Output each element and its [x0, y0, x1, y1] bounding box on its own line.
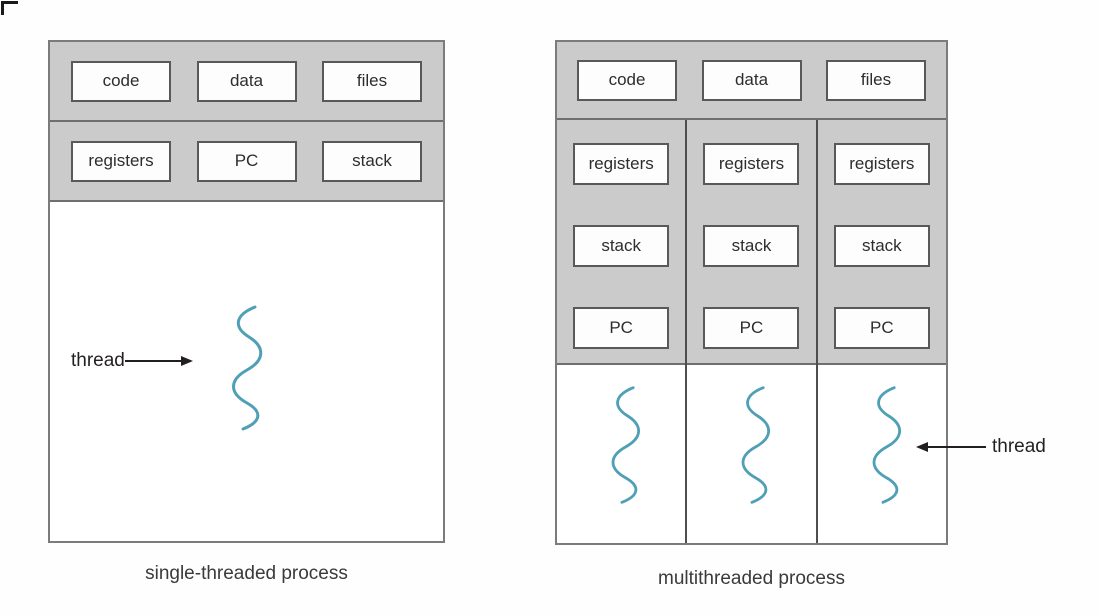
- corner-crop-mark: [1, 1, 18, 15]
- pc-box: PC: [833, 307, 930, 349]
- arrow-line: [124, 360, 181, 362]
- thread-label: thread: [71, 350, 125, 371]
- stack-label: stack: [731, 236, 772, 255]
- data-box: data: [701, 59, 802, 101]
- thread-context-section: registers stack PC: [817, 120, 946, 365]
- thread-column-3: registers stack PC: [815, 120, 946, 543]
- thread-area: [557, 365, 686, 543]
- arrow-line: [928, 446, 986, 448]
- registers-box: registers: [71, 140, 171, 182]
- thread-column-1: registers stack PC: [557, 120, 686, 543]
- thread-squiggle-icon: [742, 386, 771, 504]
- files-label: files: [356, 71, 388, 90]
- pc-label: PC: [609, 318, 633, 337]
- code-label: code: [608, 70, 646, 89]
- thread-label: thread: [992, 436, 1046, 457]
- stack-box: stack: [833, 225, 930, 267]
- pc-box: PC: [196, 140, 297, 182]
- arrow-right-icon: [180, 356, 193, 366]
- data-box: data: [196, 60, 297, 102]
- caption-multithreaded: multithreaded process: [658, 568, 845, 589]
- stack-label: stack: [352, 151, 392, 170]
- pc-label: PC: [870, 318, 894, 337]
- stack-box: stack: [322, 140, 422, 182]
- pc-box: PC: [703, 307, 800, 349]
- stack-box: stack: [573, 225, 670, 267]
- data-label: data: [229, 71, 264, 90]
- arrow-left-icon: [916, 442, 928, 452]
- thread-column-2: registers stack PC: [685, 120, 816, 543]
- code-box: code: [577, 59, 677, 101]
- caption-single-threaded: single-threaded process: [145, 563, 348, 584]
- thread-annotation-left: thread: [71, 350, 193, 372]
- thread-area: [687, 365, 816, 543]
- thread-squiggle-icon: [611, 386, 641, 504]
- registers-box: registers: [573, 143, 670, 185]
- files-box: files: [322, 60, 422, 102]
- multithreaded-process-box: code data files registers stack: [555, 40, 948, 545]
- shared-resources-row: code data files: [50, 42, 443, 122]
- data-label: data: [734, 70, 769, 89]
- files-box: files: [826, 59, 926, 101]
- registers-label: registers: [718, 154, 785, 173]
- thread-context-section: registers stack PC: [557, 120, 686, 365]
- code-box: code: [71, 60, 171, 102]
- thread-context-row: registers PC stack: [50, 122, 443, 202]
- single-threaded-process-box: code data files registers PC stack: [48, 40, 445, 543]
- files-label: files: [860, 70, 892, 89]
- code-label: code: [102, 71, 140, 90]
- stack-label: stack: [601, 236, 641, 255]
- thread-annotation-right: thread: [916, 436, 1046, 458]
- registers-box: registers: [703, 143, 800, 185]
- single-thread-area: [50, 202, 443, 541]
- thread-context-section: registers stack PC: [687, 120, 816, 365]
- thread-squiggle-icon: [872, 386, 901, 504]
- pc-label: PC: [739, 318, 764, 337]
- thread-columns: registers stack PC: [557, 120, 946, 543]
- stack-label: stack: [861, 236, 902, 255]
- pc-label: PC: [234, 151, 259, 170]
- registers-label: registers: [88, 151, 154, 170]
- shared-resources-row: code data files: [557, 42, 946, 120]
- thread-area: [817, 365, 946, 543]
- thread-squiggle-icon: [232, 305, 263, 431]
- registers-box: registers: [833, 143, 930, 185]
- stack-box: stack: [703, 225, 800, 267]
- pc-box: PC: [573, 307, 670, 349]
- registers-label: registers: [849, 154, 915, 173]
- registers-label: registers: [588, 154, 654, 173]
